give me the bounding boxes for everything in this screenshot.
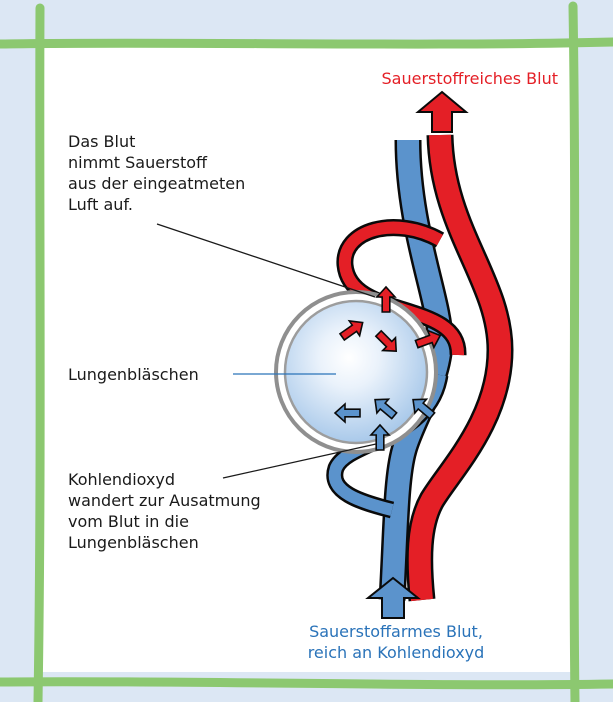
label-oxygen-poor-blood: Sauerstoffarmes Blut, reich an Kohlendio… [256, 621, 536, 663]
label-line: nimmt Sauerstoff [68, 152, 245, 173]
label-line: Luft auf. [68, 194, 245, 215]
label-alveolus: Lungenbläschen [68, 364, 199, 385]
label-line: aus der eingeatmeten [68, 173, 245, 194]
label-co2-migrates: Kohlendioxyd wandert zur Ausatmung vom B… [68, 469, 261, 553]
label-oxygen-rich-blood: Sauerstoffreiches Blut [0, 68, 558, 89]
label-blood-takes-oxygen: Das Blut nimmt Sauerstoff aus der eingea… [68, 131, 245, 215]
label-line: Sauerstoffarmes Blut, [256, 621, 536, 642]
label-line: wandert zur Ausatmung [68, 490, 261, 511]
label-line: vom Blut in die [68, 511, 261, 532]
label-line: reich an Kohlendioxyd [256, 642, 536, 663]
label-line: Lungenbläschen [68, 532, 261, 553]
label-line: Das Blut [68, 131, 245, 152]
label-line: Kohlendioxyd [68, 469, 261, 490]
